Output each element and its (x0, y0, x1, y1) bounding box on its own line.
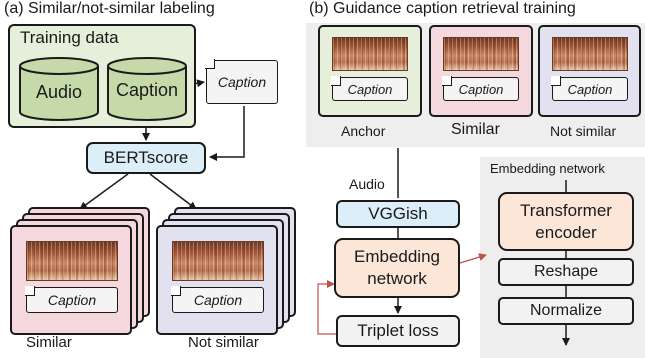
audio-input-label: Audio (349, 176, 385, 192)
similar-label: Similar (26, 334, 72, 351)
caption-document-label: Caption (217, 74, 267, 90)
audio-label: Audio (35, 82, 83, 102)
bertscore-label: BERTscore (103, 148, 189, 167)
spectrogram-image (172, 241, 264, 281)
panel-a-heading: (a) Similar/not-similar labeling (4, 0, 215, 17)
training-data-label: Training data (20, 28, 119, 47)
embedding-detail-title: Embedding network (490, 161, 605, 176)
triplet-loss-label: Triplet loss (357, 321, 439, 340)
similar-card-front: Caption (10, 225, 132, 335)
anchor-card: Caption (318, 25, 422, 117)
not-similar-card-front: Caption (156, 225, 278, 335)
arrow-doc-to-bertscore (209, 106, 245, 161)
caption-note: Caption (551, 76, 628, 101)
panel-b-heading: (b) Guidance caption retrieval training (309, 0, 576, 17)
similar-example-card: Caption (429, 25, 533, 117)
caption-note-label: Caption (567, 81, 613, 97)
spectrogram-image (552, 37, 628, 71)
normalize-label: Normalize (529, 302, 602, 319)
not-similar-example-label: Not similar (550, 123, 617, 139)
spectrogram-image (332, 37, 408, 71)
caption-note: Caption (171, 286, 264, 313)
caption-note-label: Caption (47, 292, 97, 308)
transformer-encoder-label: Transformer encoder (520, 200, 612, 242)
caption-cylinder-label: Caption (115, 80, 179, 100)
caption-cylinder: Caption (106, 56, 188, 122)
similar-example-label: Similar (451, 121, 500, 138)
caption-note-label: Caption (458, 81, 504, 97)
arrow-triplet-feedback (317, 280, 346, 335)
arrow-bertscore-to-similar (79, 173, 129, 210)
caption-note-label: Caption (347, 81, 393, 97)
caption-note-label: Caption (193, 292, 243, 308)
transformer-encoder-box: Transformer encoder (498, 192, 634, 251)
reshape-box: Reshape (498, 258, 634, 286)
audio-cylinder: Audio (18, 56, 100, 122)
vggish-label: VGGish (368, 204, 428, 223)
anchor-label: Anchor (341, 123, 386, 139)
bertscore-box: BERTscore (86, 142, 206, 174)
caption-document: Caption (205, 59, 278, 104)
not-similar-label: Not similar (188, 334, 259, 351)
reshape-label: Reshape (533, 263, 599, 280)
embedding-network-label: Embedding network (353, 247, 440, 288)
spectrogram-image (443, 37, 519, 71)
not-similar-example-card: Caption (538, 25, 641, 117)
caption-note: Caption (25, 286, 118, 313)
spectrogram-image (26, 241, 118, 281)
vggish-box: VGGish (336, 200, 460, 228)
arrow-embedding-zoom (459, 253, 487, 264)
caption-note: Caption (442, 76, 519, 101)
triplet-loss-box: Triplet loss (336, 315, 460, 347)
embedding-network-box: Embedding network (334, 238, 460, 298)
caption-note: Caption (331, 76, 408, 101)
arrow-bertscore-to-not-similar (149, 173, 197, 210)
normalize-box: Normalize (498, 297, 634, 325)
